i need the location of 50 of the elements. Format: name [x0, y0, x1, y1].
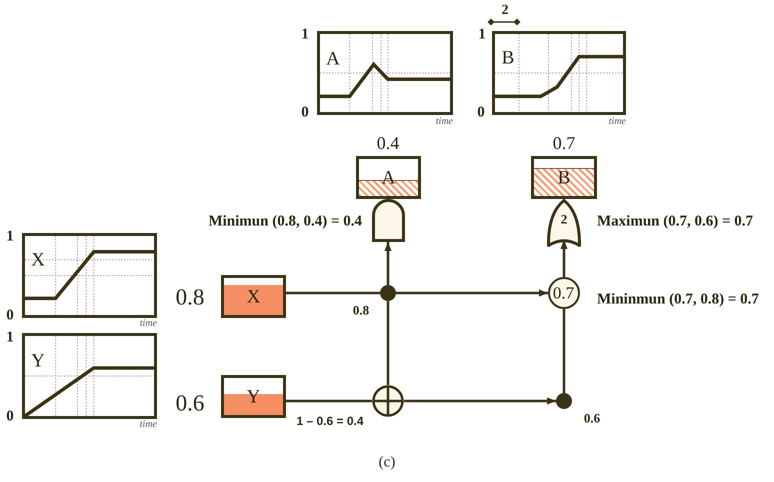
plot-frame	[22, 333, 157, 419]
axis-label: time	[436, 117, 453, 127]
plot-frame	[317, 31, 453, 115]
axis-tick-label: 0	[6, 308, 14, 324]
axis-tick-label: 0	[301, 106, 309, 120]
dimension-label: 2	[502, 4, 508, 18]
chart-label: B	[502, 48, 514, 68]
level-box	[221, 375, 286, 418]
formula-label: Minimun (0.8, 0.4) = 0.4	[208, 214, 362, 230]
chart-label: A	[326, 50, 340, 68]
formula-label: Maximun (0.7, 0.6) = 0.7	[597, 214, 754, 230]
value-label: 0.4	[376, 134, 400, 152]
or-gate	[547, 199, 581, 247]
gate-number: 2	[560, 212, 568, 226]
arrow	[560, 240, 568, 277]
level-box	[356, 156, 421, 199]
box-label: X	[246, 287, 260, 306]
arrow	[396, 289, 548, 297]
value-label: 0.8	[176, 286, 204, 308]
level-box	[531, 156, 597, 199]
connector-line	[562, 309, 566, 393]
arrow	[384, 242, 392, 285]
axis-tick-label: 1	[6, 330, 14, 346]
formula-label: Mininmun (0.7, 0.8) = 0.7	[597, 292, 759, 308]
value-label: 0.6	[176, 392, 204, 414]
arrow	[404, 397, 556, 405]
chart-label: Y	[31, 352, 45, 370]
axis-tick-label: 0	[477, 106, 485, 120]
axis-label: time	[140, 319, 157, 329]
circle-value: 0.7	[552, 284, 574, 301]
axis-tick-label: 1	[301, 28, 309, 42]
connector-line	[386, 301, 390, 385]
and-gate	[372, 199, 405, 242]
axis-label: time	[608, 117, 626, 127]
value-label: 0.8	[352, 304, 370, 316]
axis-tick-label: 0	[6, 410, 14, 424]
level-box	[221, 275, 286, 318]
connector-line	[286, 292, 380, 294]
value-label: 0.7	[552, 134, 576, 152]
plot-frame	[492, 31, 626, 115]
figure-caption: (c)	[378, 456, 396, 470]
connector-line	[286, 400, 372, 402]
plus-circle	[372, 385, 404, 417]
formula-label: 1 – 0.6 = 0.4	[296, 415, 364, 427]
axis-tick-label: 1	[6, 230, 14, 244]
axis-tick-label: 1	[478, 28, 486, 42]
chart-label: X	[31, 250, 45, 270]
plot-frame	[22, 233, 157, 318]
value-label: 0.6	[584, 412, 600, 424]
axis-label: time	[140, 420, 157, 430]
